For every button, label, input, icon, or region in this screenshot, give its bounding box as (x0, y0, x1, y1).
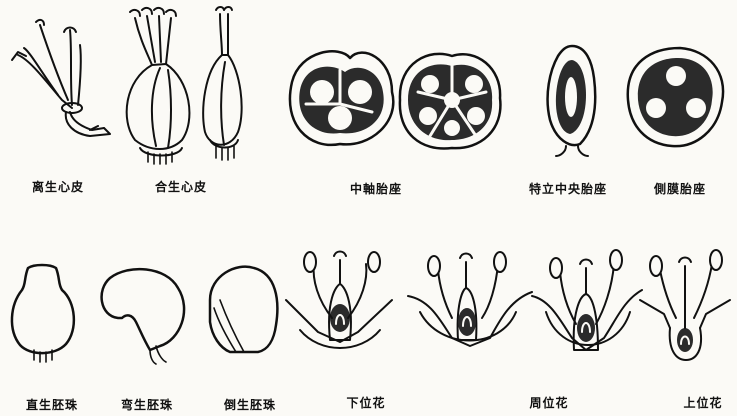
caption-parietal: 側膜胎座 (654, 180, 706, 197)
hypogynous-drawing (286, 252, 392, 349)
caption-hypogynous: 下位花 (346, 394, 385, 411)
syncarpous-drawing (127, 7, 242, 164)
anatropous-drawing (210, 267, 277, 352)
free-central-drawing (548, 46, 596, 156)
caption-axile: 中軸胎座 (350, 180, 402, 197)
free-carpel-drawing (12, 20, 110, 136)
caption-anatropous: 倒生胚珠 (224, 396, 276, 413)
perigynous-drawing-2 (532, 250, 642, 350)
caption-free-carpel: 离生心皮 (32, 178, 84, 195)
axile-drawing-2 (400, 54, 501, 149)
campylotropous-drawing (102, 269, 184, 364)
epigynous-drawing (640, 250, 730, 360)
caption-orthotropous: 直生胚珠 (26, 396, 78, 413)
caption-campylotropous: 弯生胚珠 (121, 396, 173, 413)
caption-syncarpous: 合生心皮 (155, 178, 207, 195)
caption-free-central: 特立中央胎座 (529, 180, 607, 197)
caption-perigynous: 周位花 (529, 394, 568, 411)
axile-drawing (290, 51, 393, 145)
orthotropous-drawing (12, 265, 74, 362)
parietal-drawing (628, 48, 723, 146)
caption-epigynous: 上位花 (683, 394, 722, 411)
perigynous-drawing (408, 252, 532, 346)
